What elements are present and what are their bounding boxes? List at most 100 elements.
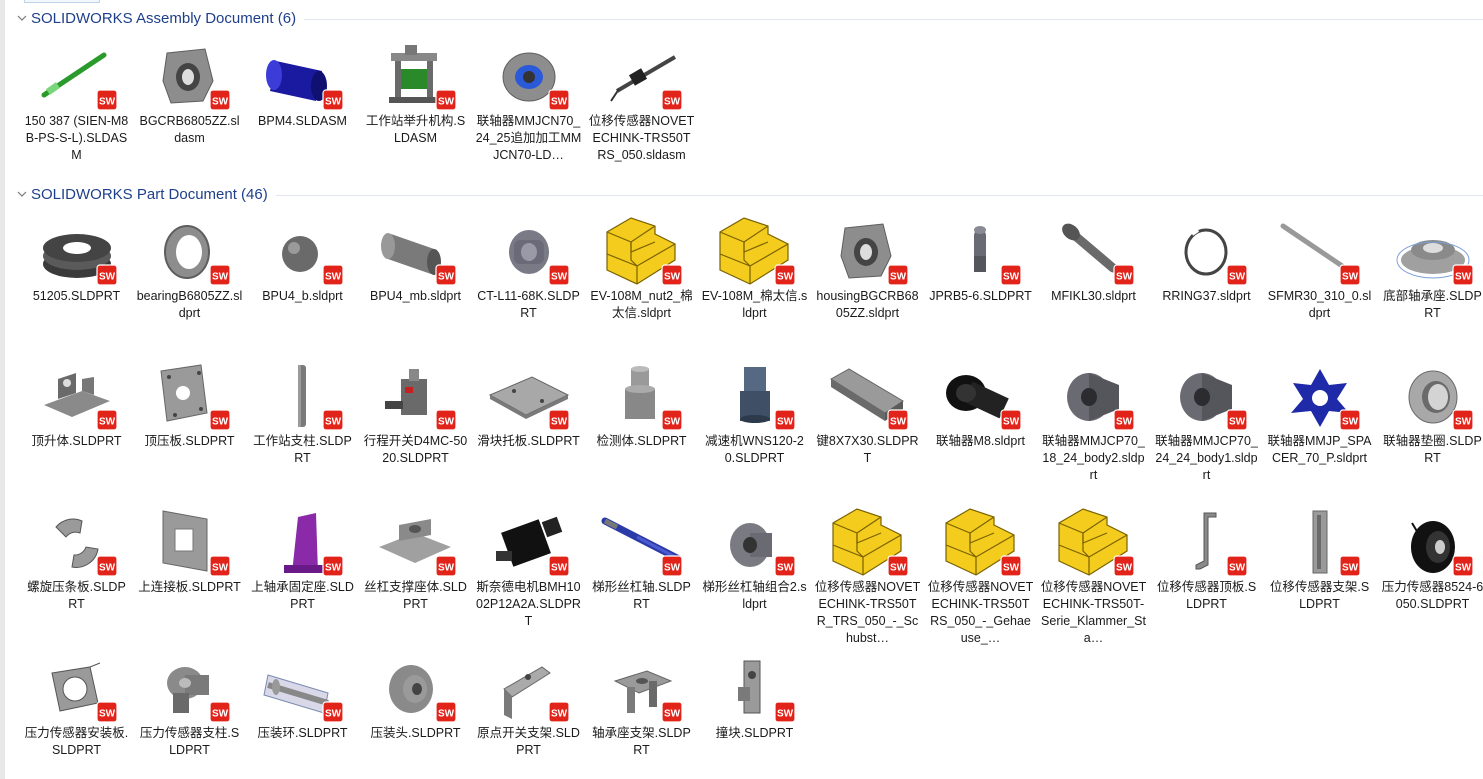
file-item[interactable]: SW 上连接板.SLDPRT <box>133 507 246 653</box>
file-item[interactable]: SW 位移传感器NOVETECHINK-TRS50T-Serie_Klammer… <box>1037 507 1150 653</box>
file-item[interactable]: SW 减速机WNS120-20.SLDPRT <box>698 361 811 507</box>
solidworks-badge-icon: SW <box>547 409 570 431</box>
file-item[interactable]: SW BPU4_mb.sldprt <box>359 216 472 361</box>
file-item[interactable]: SW 轴承座支架.SLDPRT <box>585 653 698 773</box>
file-item[interactable]: SW 顶升体.SLDPRT <box>20 361 133 507</box>
file-item[interactable]: SW bearingB6805ZZ.sldprt <box>133 216 246 361</box>
svg-text:SW: SW <box>1115 272 1132 283</box>
solidworks-badge-icon: SW <box>1112 264 1135 286</box>
file-item[interactable]: SW 联轴器垫圈.SLDPRT <box>1376 361 1483 507</box>
file-item[interactable]: SW BPU4_b.sldprt <box>246 216 359 361</box>
stepped-shaft-icon <box>166 667 209 713</box>
file-item[interactable]: SW BGCRB6805ZZ.sldasm <box>133 41 246 164</box>
file-name: JPRB5-6.SLDPRT <box>929 289 1032 303</box>
file-thumbnail: SW <box>710 216 800 286</box>
solidworks-badge-icon: SW <box>1225 264 1248 286</box>
file-item[interactable]: SW RRING37.sldprt <box>1150 216 1263 361</box>
file-name: 联轴器MMJP_SPACER_70_P.sldprt <box>1267 434 1372 465</box>
coupling-gray-icon <box>1179 373 1232 421</box>
svg-text:SW: SW <box>1228 417 1245 428</box>
file-item[interactable]: SW 联轴器MMJCP70_24_24_body1.sldprt <box>1150 361 1263 507</box>
file-item[interactable]: SW 位移传感器NOVETECHINK-TRS50TRS_050.sldasm <box>585 41 698 164</box>
file-item[interactable]: SW 行程开关D4MC-5020.SLDPRT <box>359 361 472 507</box>
file-item[interactable]: SW 位移传感器顶板.SLDPRT <box>1150 507 1263 653</box>
file-item[interactable]: SW 位移传感器支架.SLDPRT <box>1263 507 1376 653</box>
part-items: SW 51205.SLDPRT SW bearingB6805ZZ.sldprt… <box>20 216 1483 773</box>
file-item[interactable]: SW 150 387 (SIEN-M8B-PS-S-L).SLDASM <box>20 41 133 164</box>
file-item[interactable]: SW EV-108M_nut2_棉太信.sldprt <box>585 216 698 361</box>
file-item[interactable]: SW 梯形丝杠轴组合2.sldprt <box>698 507 811 653</box>
file-thumbnail: SW <box>258 41 348 111</box>
solidworks-badge-icon: SW <box>1338 555 1361 577</box>
file-item[interactable]: SW 压装头.SLDPRT <box>359 653 472 773</box>
file-item[interactable]: SW 联轴器MMJCN70_24_25追加加工MMJCN70-LD… <box>472 41 585 164</box>
svg-text:SW: SW <box>550 97 567 108</box>
coupling-gray-icon <box>1066 373 1119 421</box>
knob-icon <box>508 230 549 274</box>
file-item[interactable]: SW 底部轴承座.SLDPRT <box>1376 216 1483 361</box>
file-item[interactable]: SW JPRB5-6.SLDPRT <box>924 216 1037 361</box>
file-item[interactable]: SW 螺旋压条板.SLDPRT <box>20 507 133 653</box>
file-item[interactable]: SW 斯奈德电机BMH1002P12A2A.SLDPRT <box>472 507 585 653</box>
file-name: 压力传感器安装板.SLDPRT <box>24 726 129 757</box>
flat-plate-icon <box>488 376 569 419</box>
file-thumbnail: SW <box>710 653 800 723</box>
file-item[interactable]: SW 压力传感器8524-6050.SLDPRT <box>1376 507 1483 653</box>
bumper-block-icon <box>737 660 760 714</box>
yellow-block-icon <box>944 508 1015 576</box>
chevron-down-icon[interactable] <box>16 188 28 200</box>
file-item[interactable]: SW EV-108M_棉太信.sldprt <box>698 216 811 361</box>
svg-text:SW: SW <box>1115 417 1132 428</box>
group-header-assembly[interactable]: SOLIDWORKS Assembly Document (6) <box>16 8 1483 28</box>
file-thumbnail: SW <box>484 41 574 111</box>
file-item[interactable]: SW 压装环.SLDPRT <box>246 653 359 773</box>
file-item[interactable]: SW 工作站举升机构.SLDASM <box>359 41 472 164</box>
solidworks-badge-icon: SW <box>773 264 796 286</box>
file-item[interactable]: SW MFIKL30.sldprt <box>1037 216 1150 361</box>
file-item[interactable]: SW BPM4.SLDASM <box>246 41 359 164</box>
file-item[interactable]: SW 联轴器M8.sldprt <box>924 361 1037 507</box>
file-item[interactable]: SW 工作站支柱.SLDPRT <box>246 361 359 507</box>
solidworks-badge-icon: SW <box>434 555 457 577</box>
file-name: CT-L11-68K.SLDPRT <box>477 289 580 320</box>
file-item[interactable]: SW 联轴器MMJCP70_18_24_body2.sldprt <box>1037 361 1150 507</box>
svg-text:SW: SW <box>1341 563 1358 574</box>
file-name: 丝杠支撑座体.SLDPRT <box>364 580 467 611</box>
solidworks-badge-icon: SW <box>547 555 570 577</box>
file-item[interactable]: SW 51205.SLDPRT <box>20 216 133 361</box>
file-thumbnail: SW <box>1275 507 1365 577</box>
file-item[interactable]: SW 滑块托板.SLDPRT <box>472 361 585 507</box>
solidworks-badge-icon: SW <box>1451 264 1474 286</box>
left-pane-edge <box>0 0 5 779</box>
file-item[interactable]: SW SFMR30_310_0.sldprt <box>1263 216 1376 361</box>
file-item[interactable]: SW 检测体.SLDPRT <box>585 361 698 507</box>
file-item[interactable]: SW 压力传感器安装板.SLDPRT <box>20 653 133 773</box>
file-item[interactable]: SW 原点开关支架.SLDPRT <box>472 653 585 773</box>
file-item[interactable]: SW housingBGCRB6805ZZ.sldprt <box>811 216 924 361</box>
file-item[interactable]: SW 梯形丝杠轴.SLDPRT <box>585 507 698 653</box>
bearing-seat-icon <box>1396 240 1469 279</box>
file-item[interactable]: SW 位移传感器NOVETECHINK-TRS50TRS_050_-_Gehae… <box>924 507 1037 653</box>
svg-text:SW: SW <box>1115 563 1132 574</box>
file-item[interactable]: SW 顶压板.SLDPRT <box>133 361 246 507</box>
file-item[interactable]: SW 压力传感器支柱.SLDPRT <box>133 653 246 773</box>
svg-text:SW: SW <box>1002 563 1019 574</box>
file-item[interactable]: SW CT-L11-68K.SLDPRT <box>472 216 585 361</box>
file-thumbnail: SW <box>145 216 235 286</box>
solidworks-badge-icon: SW <box>660 409 683 431</box>
file-thumbnail: SW <box>1162 507 1252 577</box>
file-item[interactable]: SW 键8X7X30.SLDPRT <box>811 361 924 507</box>
file-item[interactable]: SW 撞块.SLDPRT <box>698 653 811 773</box>
file-item[interactable]: SW 位移传感器NOVETECHINK-TRS50TR_TRS_050_-_Sc… <box>811 507 924 653</box>
file-name: 梯形丝杠轴.SLDPRT <box>592 580 691 611</box>
group-header-part[interactable]: SOLIDWORKS Part Document (46) <box>16 184 1483 204</box>
file-item[interactable]: SW 上轴承固定座.SLDPRT <box>246 507 359 653</box>
svg-text:SW: SW <box>776 563 793 574</box>
group-divider <box>275 194 1483 196</box>
solidworks-badge-icon: SW <box>1338 409 1361 431</box>
file-item[interactable]: SW 联轴器MMJP_SPACER_70_P.sldprt <box>1263 361 1376 507</box>
chevron-down-icon[interactable] <box>16 12 28 24</box>
file-name: 底部轴承座.SLDPRT <box>1383 289 1482 320</box>
file-item[interactable]: SW 丝杠支撑座体.SLDPRT <box>359 507 472 653</box>
file-name: 压力传感器支柱.SLDPRT <box>139 726 240 757</box>
